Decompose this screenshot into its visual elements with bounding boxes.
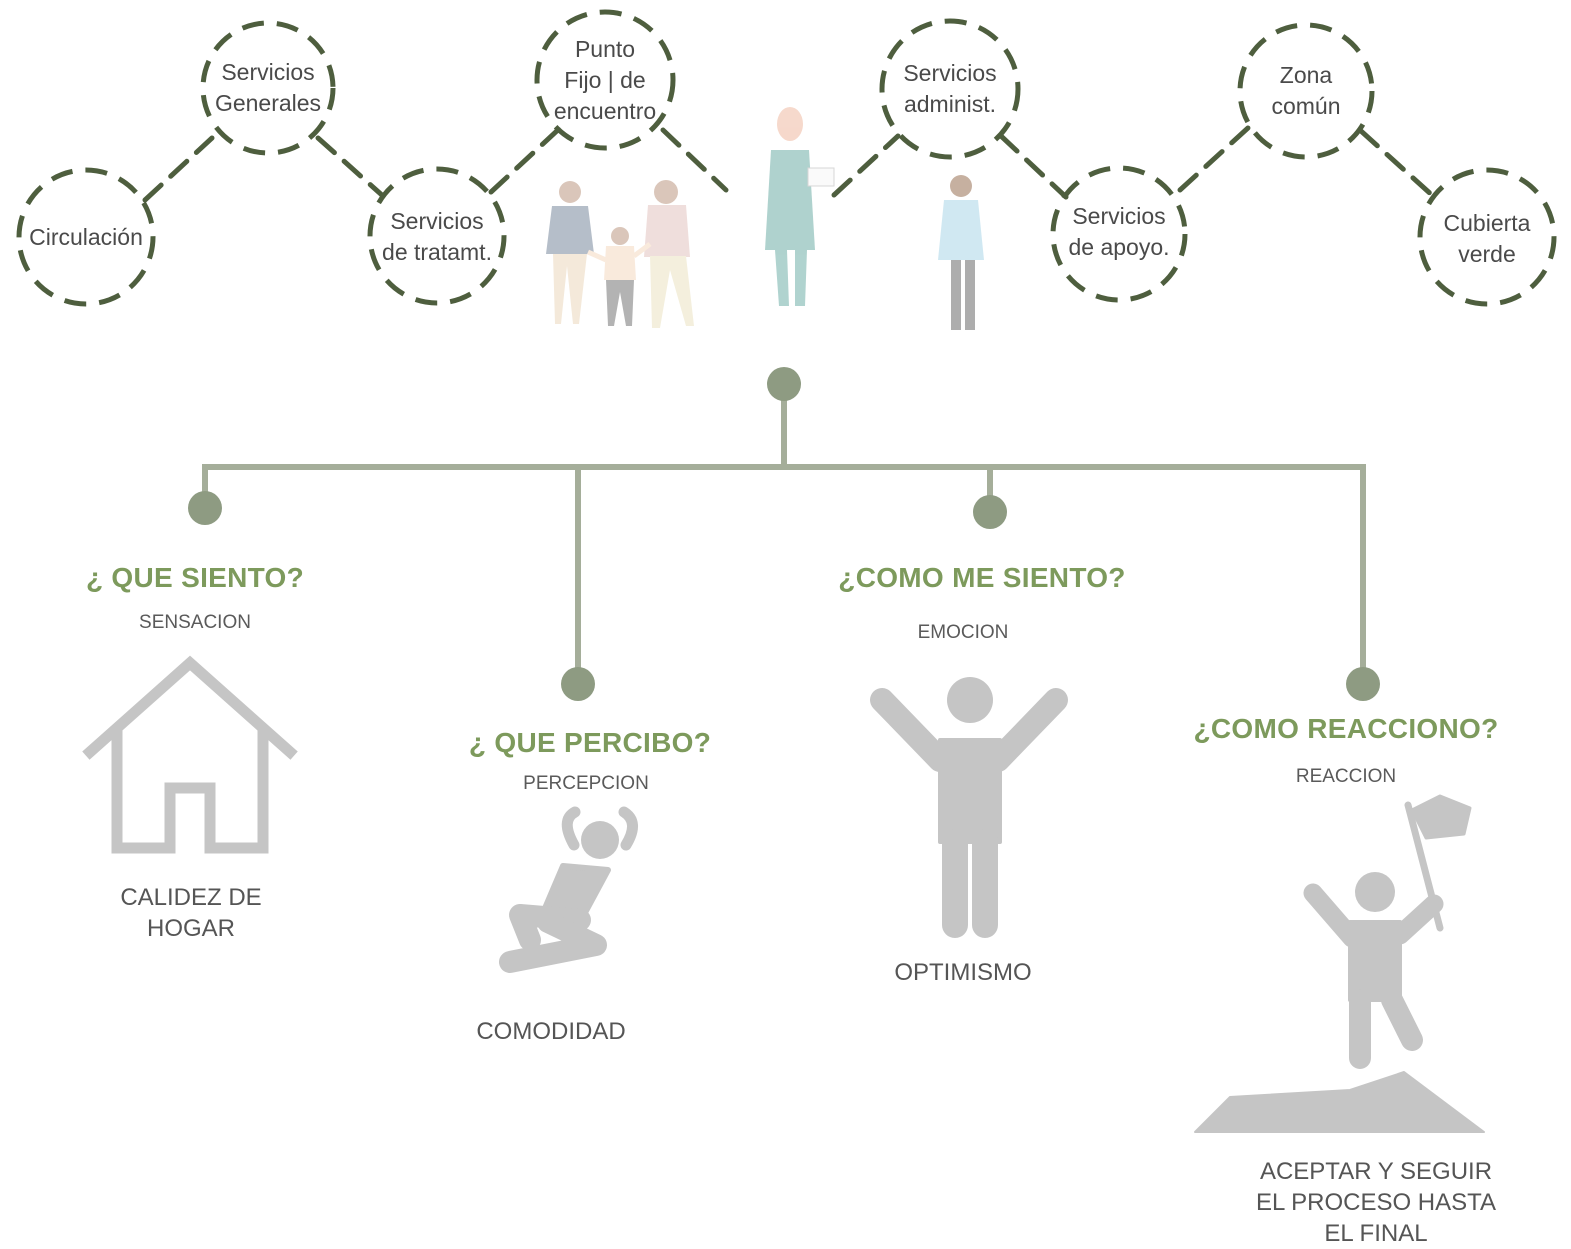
flow-link [315, 135, 386, 199]
branch-title-como-me-siento: ¿COMO ME SIENTO? [838, 562, 1126, 593]
doctor-illustration [938, 175, 984, 330]
branch-subtitle-emocion: EMOCION [917, 622, 1009, 643]
tree-nodes [188, 367, 1380, 701]
flow-node-circulacion: Circulación [29, 223, 143, 250]
tree-connectors [202, 385, 1366, 684]
flow-link [1177, 124, 1252, 193]
flow-link [660, 127, 729, 193]
root-node [767, 367, 801, 401]
flow-circle [534, 9, 676, 151]
flow-node-zona-comun: Zona común [1271, 62, 1341, 119]
flow-link [998, 133, 1069, 200]
summit-flag-icon [1194, 794, 1485, 1133]
flow-links [142, 124, 1436, 203]
house-icon [82, 655, 298, 854]
flow-circles [16, 9, 1557, 307]
branch-subtitle-percepcion: PERCEPCION [523, 773, 649, 794]
branch-result-optimismo: OPTIMISMO [894, 959, 1032, 986]
branch-title-como-reacciono: ¿COMO REACCIONO? [1193, 713, 1499, 744]
branch-subtitle-reaccion: REACCION [1295, 766, 1397, 787]
flow-node-servicios-administ: Servicios administ. [903, 60, 997, 117]
flow-node-cubierta-verde: Cubierta verde [1443, 210, 1531, 267]
branch-node [973, 495, 1007, 529]
flow-link [831, 133, 901, 198]
branch-node [1346, 667, 1380, 701]
flow-link [488, 125, 563, 195]
flow-node-servicios-apoyo: Servicios de apoyo. [1068, 203, 1170, 260]
branch-node [561, 667, 595, 701]
flow-circle [1237, 22, 1375, 160]
branch-result-aceptar: ACEPTAR Y SEGUIR EL PROCESO HASTA EL FIN… [1255, 1158, 1497, 1247]
flow-circle [879, 18, 1021, 160]
patient-illustration [765, 107, 835, 306]
flow-link [1358, 128, 1436, 199]
branch-title-que-siento: ¿ QUE SIENTO? [85, 562, 305, 593]
family-illustration [546, 180, 694, 328]
branch-subtitle-sensacion: SENSACION [139, 612, 251, 633]
flow-node-servicios-generales: Servicios Generales [214, 59, 322, 116]
branch-result-comodidad: COMODIDAD [476, 1018, 626, 1045]
flow-circle [1050, 165, 1188, 303]
flow-circle [367, 166, 507, 306]
flow-circle [1417, 167, 1557, 307]
flow-link [142, 135, 215, 203]
branch-result-calidez: CALIDEZ DE HOGAR [120, 884, 262, 942]
relaxed-person-icon [499, 806, 638, 973]
flow-node-punto-fijo: Punto Fijo | de encuentro [553, 35, 657, 124]
flow-circle [200, 20, 336, 156]
branch-node [188, 491, 222, 525]
branch-title-que-percibo: ¿ QUE PERCIBO? [468, 727, 712, 758]
cheering-person-icon [870, 677, 1068, 938]
flow-node-servicios-tratamiento: Servicios de tratamt. [382, 208, 492, 265]
flow-circle [16, 167, 156, 307]
